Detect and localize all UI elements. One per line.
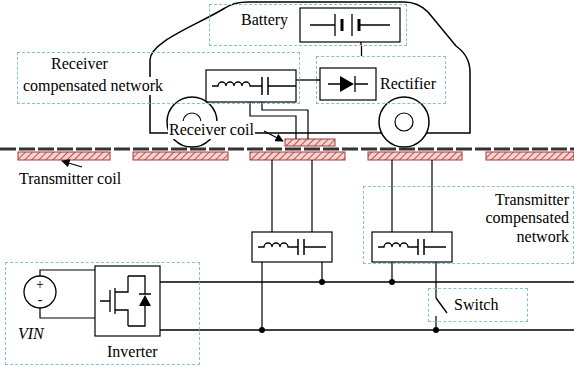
inductor-symbol <box>378 243 418 247</box>
dashed-group-box: Battery <box>209 4 407 46</box>
group-label: VIN <box>17 325 45 343</box>
junction-dot <box>433 327 439 333</box>
group-label: Battery <box>240 11 289 29</box>
wire <box>272 160 432 232</box>
part-label: Receiver coil <box>168 121 255 139</box>
car-wheel <box>379 97 429 147</box>
mosfet-symbol <box>100 276 151 326</box>
junction-dot <box>259 327 265 333</box>
switch-blade <box>436 298 447 313</box>
lc-network-box <box>206 70 296 102</box>
capacitor-symbol <box>298 239 326 255</box>
group-label: Switch <box>453 296 499 314</box>
polarity-sign: - <box>38 293 43 307</box>
group-label: compensated network <box>22 77 164 95</box>
bus-line <box>160 282 574 330</box>
dashed-group-box: Transmitter compensated network <box>363 186 574 264</box>
transmitter-coil <box>18 152 110 160</box>
dashed-group-box: Switch <box>428 288 528 322</box>
inverter-box <box>95 266 160 336</box>
group-label: Rectifier <box>379 75 437 93</box>
dashed-group-box: VIN Inverter <box>5 262 200 365</box>
coil-wire <box>250 102 296 139</box>
dashed-group-box: Receiver compensated network <box>17 52 300 104</box>
inductor-symbol <box>258 243 298 247</box>
transmitter-coil <box>486 152 574 160</box>
group-label: Receiver <box>50 55 109 73</box>
capacitor-symbol <box>418 239 446 255</box>
junction-dot <box>319 279 325 285</box>
battery-plate <box>342 19 359 31</box>
wire <box>262 262 436 330</box>
group-label: Transmitter compensated network <box>458 191 570 246</box>
receiver-coil <box>285 139 335 146</box>
capacitor-symbol <box>262 77 296 95</box>
lc-network-box <box>372 232 452 262</box>
voltage-source <box>24 276 56 308</box>
transmitter-coil <box>133 152 228 160</box>
group-label: Inverter <box>106 343 159 361</box>
inductor-symbol <box>212 82 262 86</box>
junction-dot <box>389 279 395 285</box>
polarity-sign: + <box>36 278 44 292</box>
diode-symbol <box>340 76 354 92</box>
wheel-hub <box>395 113 413 131</box>
transmitter-coil <box>368 152 462 160</box>
diode-bar <box>316 76 368 92</box>
part-label: Transmitter coil <box>18 170 122 188</box>
dashed-group-box: Rectifier <box>316 56 446 104</box>
lc-network-box <box>252 232 332 262</box>
wire-connector <box>300 79 316 80</box>
transmitter-coil <box>250 152 345 160</box>
wire <box>40 270 95 318</box>
road-line <box>0 148 574 151</box>
wire-connector <box>361 46 362 56</box>
battery-symbol <box>310 14 390 46</box>
leader-arrow <box>62 161 82 167</box>
leader-arrow <box>264 131 283 141</box>
body-diode <box>139 295 151 306</box>
